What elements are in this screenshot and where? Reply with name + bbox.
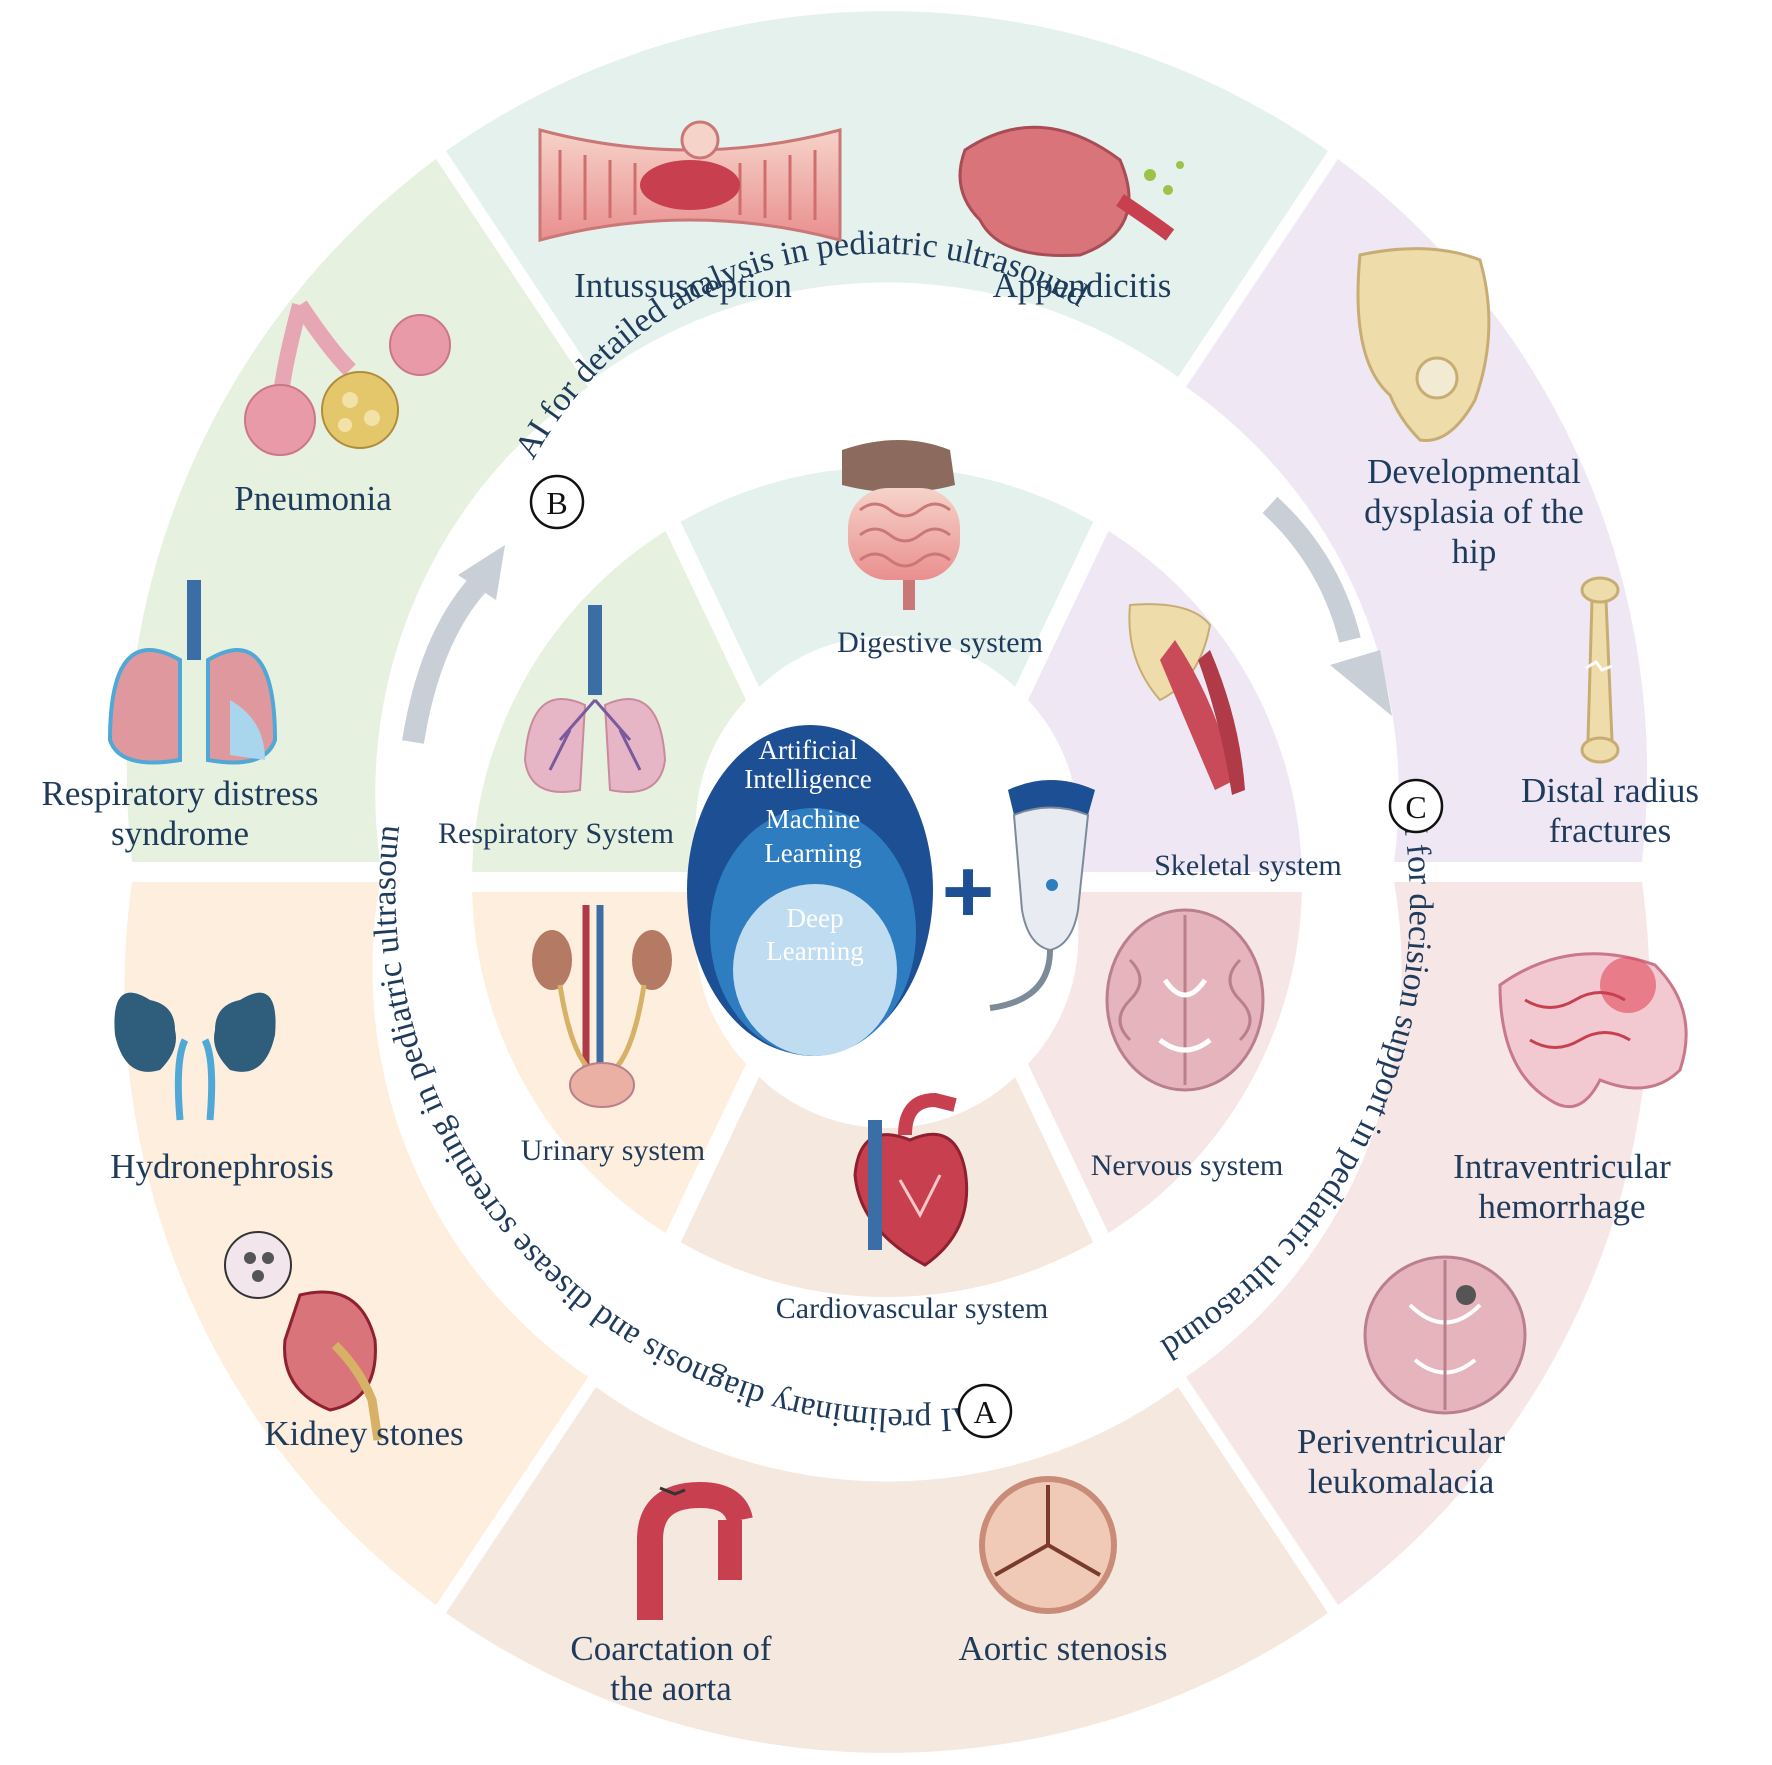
ml-label-2: Learning — [764, 838, 861, 868]
heart-icon — [853, 1092, 969, 1267]
label-pvl-2: leukomalacia — [1308, 1462, 1495, 1501]
label-nervous-system: Nervous system — [1091, 1149, 1283, 1182]
label-distal-2: fractures — [1549, 811, 1671, 850]
label-ivh-1: Intraventricular — [1453, 1147, 1671, 1186]
urinary-system-icon — [532, 905, 672, 1108]
label-respiratory-system: Respiratory System — [438, 817, 674, 850]
label-coarctation-2: the aorta — [610, 1669, 732, 1708]
label-ddh-3: hip — [1452, 532, 1497, 571]
band-ring — [392, 387, 1382, 1377]
rds-lungs-icon — [107, 580, 278, 765]
respiratory-system-icon — [523, 605, 667, 793]
label-distal-1: Distal radius — [1521, 771, 1699, 810]
intussusception-icon — [538, 120, 842, 242]
label-urinary-system: Urinary system — [521, 1134, 705, 1167]
flow-arrow-left — [402, 545, 505, 744]
svg-text:A: A — [973, 1394, 996, 1430]
label-appendicitis: Appendicitis — [993, 266, 1172, 305]
label-rds-1: Respiratory distress — [41, 774, 318, 813]
flow-arrow-right — [1262, 496, 1392, 716]
label-ddh-1: Developmental — [1367, 452, 1581, 491]
label-hydronephrosis: Hydronephrosis — [110, 1147, 334, 1186]
plus-sign: + — [942, 842, 995, 942]
label-kidney-stones: Kidney stones — [264, 1414, 463, 1453]
ai-label-2: Intelligence — [744, 764, 871, 794]
coarctation-aorta-icon — [637, 1481, 753, 1620]
ivh-brain-icon — [1498, 952, 1688, 1109]
badge-b: B — [529, 474, 585, 530]
aortic-stenosis-valve-icon — [979, 1476, 1117, 1614]
label-coarctation-1: Coarctation of — [570, 1629, 772, 1668]
svg-text:B: B — [546, 485, 567, 521]
hip-pelvis-icon — [1356, 247, 1491, 442]
badge-c: C — [1388, 778, 1444, 834]
ai-nested-diagram: Artificial Intelligence Machine Learning… — [687, 725, 933, 1056]
badge-a: A — [957, 1383, 1013, 1439]
label-skeletal-system: Skeletal system — [1154, 849, 1341, 882]
kidney-stones-icon — [224, 1231, 383, 1441]
hydronephrosis-kidneys-icon — [114, 992, 276, 1121]
digestive-system-icon — [842, 440, 960, 610]
nervous-system-icon — [1105, 908, 1265, 1092]
label-pneumonia: Pneumonia — [234, 479, 392, 518]
radius-bone-icon — [1580, 576, 1620, 764]
label-ivh-2: hemorrhage — [1478, 1187, 1645, 1226]
label-cardiovascular-system: Cardiovascular system — [776, 1292, 1048, 1325]
label-pvl-1: Periventricular — [1297, 1422, 1505, 1461]
label-aortic-stenosis: Aortic stenosis — [958, 1629, 1167, 1668]
label-rds-2: syndrome — [111, 814, 249, 853]
sector-skeletal-outer — [1186, 159, 1648, 862]
ai-label-1: Artificial — [759, 735, 858, 765]
label-intussusception: Intussusception — [574, 266, 792, 305]
skeletal-system-icon — [1128, 603, 1245, 795]
svg-text:C: C — [1405, 789, 1426, 825]
sector-digestive-outer — [446, 11, 1328, 377]
pneumonia-icon — [244, 300, 451, 456]
label-digestive-system: Digestive system — [837, 626, 1043, 659]
ultrasound-probe-icon — [989, 780, 1095, 1011]
label-ddh-2: dysplasia of the — [1364, 492, 1584, 531]
dl-label-1: Deep — [787, 903, 844, 933]
pvl-brain-icon — [1363, 1255, 1527, 1415]
ml-label-1: Machine — [766, 804, 860, 834]
appendicitis-icon — [958, 125, 1184, 258]
dl-ellipse — [733, 884, 897, 1056]
sector-cardio-outer — [446, 1387, 1328, 1753]
dl-label-2: Learning — [766, 936, 863, 966]
